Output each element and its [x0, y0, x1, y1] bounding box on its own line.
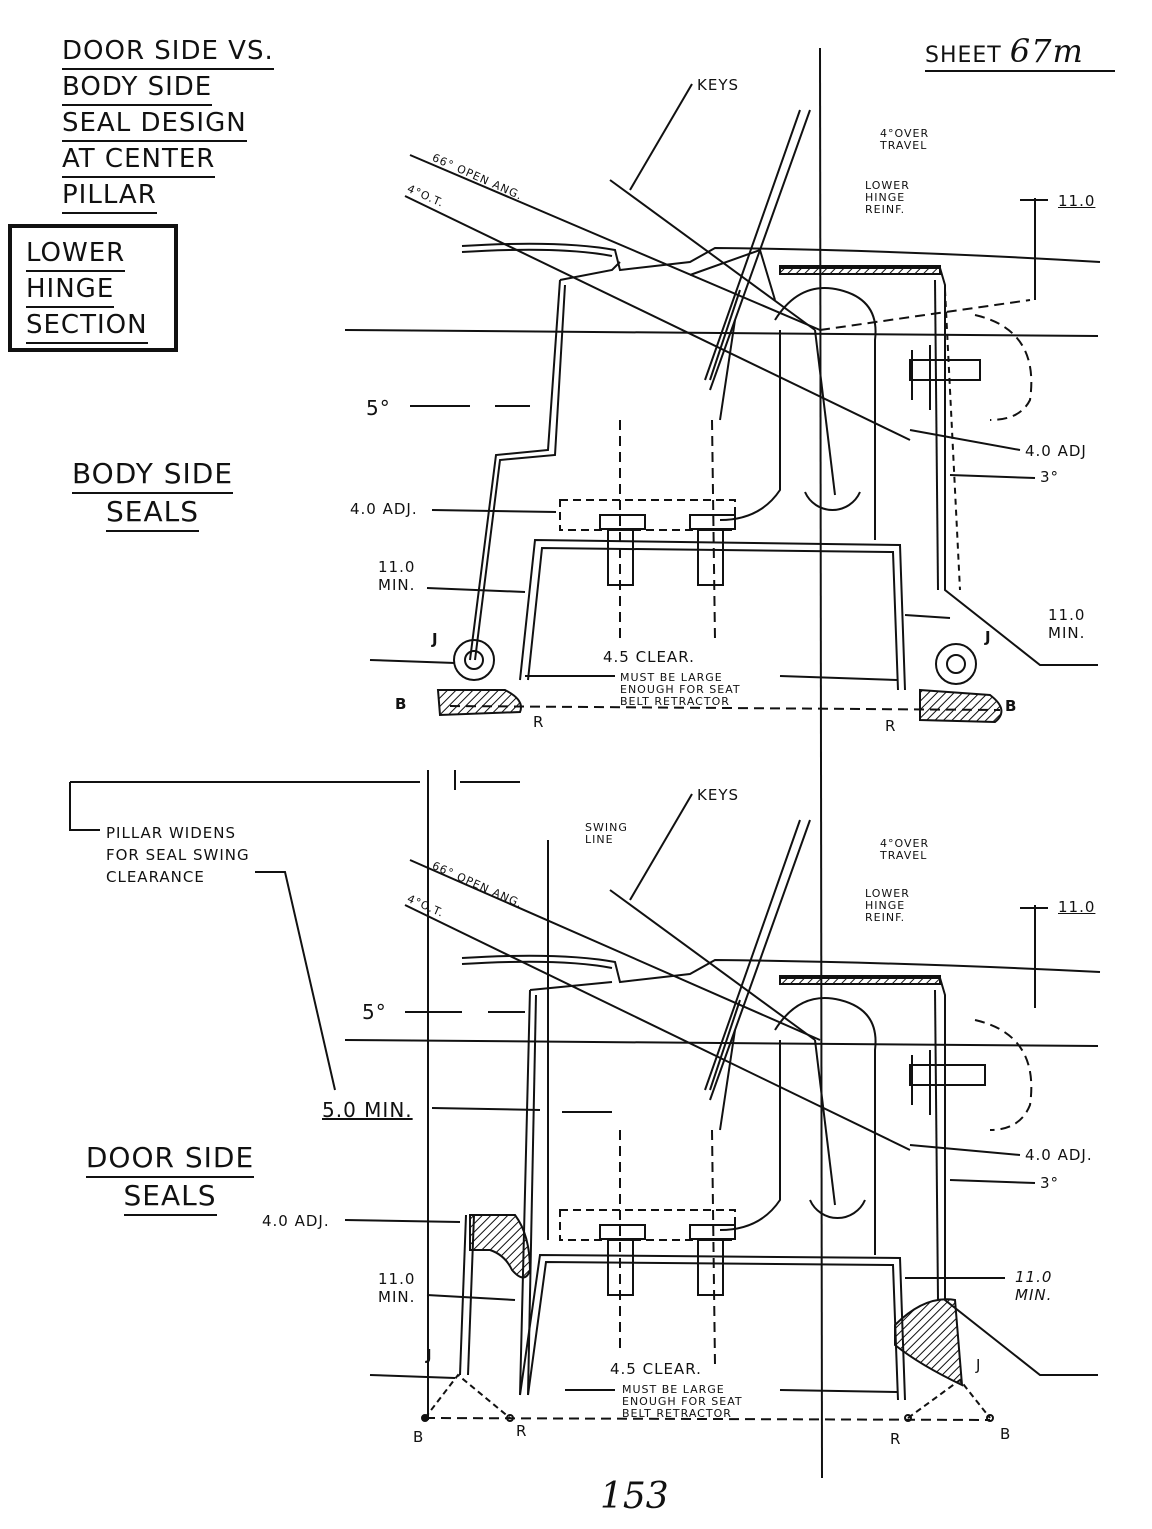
bottom-min-right-line-2: MIN.	[1015, 1286, 1053, 1304]
title-line-2: BODY SIDE	[62, 70, 213, 106]
bottom-keys-label: KEYS	[697, 786, 739, 804]
top-dim-11: 11.0	[1058, 192, 1096, 210]
pillar-widens-note: PILLAR WIDENS FOR SEAL SWING CLEARANCE	[106, 822, 250, 888]
center-line	[819, 47, 823, 1479]
top-min-right: 11.0 MIN.	[1048, 606, 1085, 642]
bottom-angle-5: 5°	[362, 1000, 387, 1024]
pillar-note-line-1: PILLAR WIDENS	[106, 824, 237, 842]
bottom-reinf-line-1: LOWER	[865, 887, 910, 900]
bottom-dim-11: 11.0	[1058, 898, 1096, 916]
bottom-b-left: B	[413, 1428, 425, 1446]
door-side-heading-line-2: SEALS	[123, 1178, 217, 1216]
top-body-side-view	[344, 83, 1101, 724]
bottom-retractor-note: MUST BE LARGE ENOUGH FOR SEAT BELT RETRA…	[622, 1384, 743, 1420]
bottom-over-travel-label: 4°OVER TRAVEL	[880, 838, 929, 862]
bottom-min-left: 11.0 MIN.	[378, 1270, 415, 1306]
bottom-angle-3: 3°	[1040, 1174, 1060, 1192]
bottom-j-right: J	[976, 1356, 982, 1374]
bottom-min-right-line-1: 11.0	[1015, 1268, 1053, 1286]
door-side-heading-line-1: DOOR SIDE	[85, 1140, 255, 1178]
top-min-left-line-2: MIN.	[378, 576, 416, 594]
section-line-1: LOWER	[26, 236, 126, 272]
sheet-label: SHEET	[925, 43, 1002, 68]
pillar-note-line-2: FOR SEAL SWING	[106, 846, 250, 864]
top-r-left: R	[533, 713, 545, 731]
pillar-note-line-3: CLEARANCE	[106, 868, 205, 886]
swing-line-line-2: LINE	[585, 833, 614, 846]
bottom-min-left-line-2: MIN.	[378, 1288, 416, 1306]
page-number: 153	[600, 1476, 669, 1517]
top-over-travel-line-1: 4°OVER	[880, 127, 930, 140]
door-side-heading: DOOR SIDE SEALS	[75, 1140, 265, 1216]
drawing-title: DOOR SIDE VS. BODY SIDE SEAL DESIGN AT C…	[62, 34, 274, 214]
top-reinf-line-1: LOWER	[865, 179, 910, 192]
swing-line-line-1: SWING	[585, 821, 628, 834]
title-line-4: AT CENTER	[62, 142, 216, 178]
bottom-door-side-view	[344, 793, 1101, 1422]
title-line-5: PILLAR	[62, 178, 157, 214]
bottom-b-right: B	[1000, 1425, 1012, 1443]
bottom-retractor-line-1: MUST BE LARGE	[622, 1383, 725, 1396]
top-min-right-line-1: 11.0	[1048, 606, 1086, 624]
top-min-right-line-2: MIN.	[1048, 624, 1086, 642]
sheet-number: SHEET 67m	[925, 32, 1115, 72]
top-retractor-line-2: ENOUGH FOR SEAT	[620, 683, 741, 696]
top-min-left-line-1: 11.0	[378, 558, 416, 576]
top-b-right: B	[1005, 697, 1018, 715]
body-side-heading-line-1: BODY SIDE	[71, 456, 234, 494]
bottom-min-right: 11.0 MIN.	[1015, 1268, 1052, 1304]
top-adj-left: 4.0 ADJ.	[350, 500, 418, 518]
section-line-3: SECTION	[26, 308, 148, 344]
top-angle-3: 3°	[1040, 468, 1060, 486]
title-line-1: DOOR SIDE VS.	[62, 34, 274, 70]
bottom-r-right: R	[890, 1430, 902, 1448]
swing-line-label: SWING LINE	[585, 822, 628, 846]
top-keys-label: KEYS	[697, 76, 739, 94]
bottom-adj-right: 4.0 ADJ.	[1025, 1146, 1093, 1164]
bottom-r-left: R	[516, 1422, 528, 1440]
top-over-travel-line-2: TRAVEL	[880, 139, 928, 152]
bottom-over-travel-line-1: 4°OVER	[880, 837, 930, 850]
bottom-retractor-line-2: ENOUGH FOR SEAT	[622, 1395, 743, 1408]
body-side-heading-line-2: SEALS	[106, 494, 199, 532]
bottom-clear-label: 4.5 CLEAR.	[610, 1360, 702, 1378]
top-r-right: R	[885, 717, 897, 735]
bottom-j-left: J	[426, 1346, 433, 1364]
top-clear-label: 4.5 CLEAR.	[603, 648, 695, 666]
bottom-reinf-line-3: REINF.	[865, 911, 906, 924]
top-retractor-line-3: BELT RETRACTOR	[620, 695, 730, 708]
top-reinf-label: LOWER HINGE REINF.	[865, 180, 910, 216]
top-angle-5: 5°	[366, 396, 391, 420]
top-min-left: 11.0 MIN.	[378, 558, 415, 594]
top-b-left: B	[395, 695, 408, 713]
sheet-value: 67m	[1009, 32, 1084, 70]
top-adj-right: 4.0 ADJ	[1025, 442, 1087, 460]
pillar-note-leaders	[69, 770, 520, 1420]
top-j-right: J	[985, 628, 992, 646]
bottom-retractor-line-3: BELT RETRACTOR	[622, 1407, 732, 1420]
title-line-3: SEAL DESIGN	[62, 106, 247, 142]
top-retractor-line-1: MUST BE LARGE	[620, 671, 723, 684]
top-retractor-note: MUST BE LARGE ENOUGH FOR SEAT BELT RETRA…	[620, 672, 741, 708]
bottom-reinf-line-2: HINGE	[865, 899, 906, 912]
bottom-adj-left: 4.0 ADJ.	[262, 1212, 330, 1230]
body-side-heading: BODY SIDE SEALS	[55, 456, 250, 532]
top-reinf-line-3: REINF.	[865, 203, 906, 216]
top-j-left: J	[432, 630, 439, 648]
top-reinf-line-2: HINGE	[865, 191, 906, 204]
bottom-min-left-line-1: 11.0	[378, 1270, 416, 1288]
top-over-travel-label: 4°OVER TRAVEL	[880, 128, 929, 152]
section-box: LOWER HINGE SECTION	[8, 224, 178, 352]
section-line-2: HINGE	[26, 272, 115, 308]
bottom-over-travel-line-2: TRAVEL	[880, 849, 928, 862]
bottom-min-5: 5.0 MIN.	[322, 1098, 413, 1122]
bottom-reinf-label: LOWER HINGE REINF.	[865, 888, 910, 924]
